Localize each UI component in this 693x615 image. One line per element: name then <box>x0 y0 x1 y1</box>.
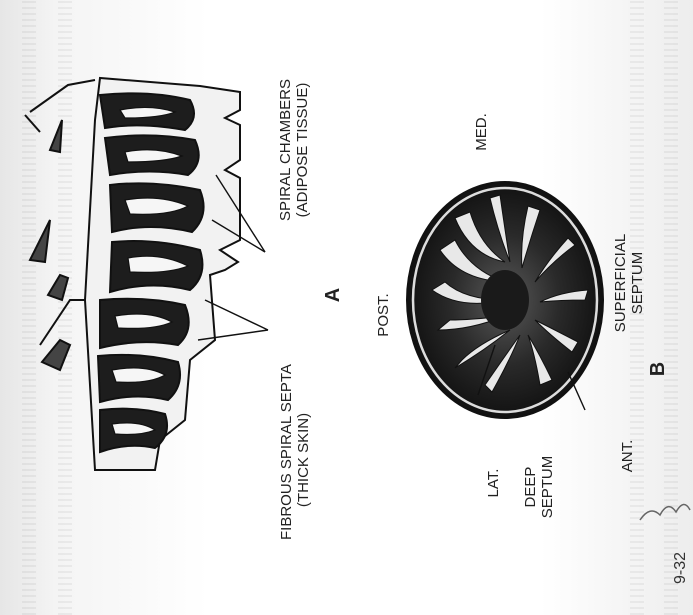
label-lateral: LAT. <box>485 458 505 508</box>
label-superficial-septum: SUPERFICIAL SEPTUM <box>612 228 648 338</box>
panel-a-letter: A <box>325 280 349 310</box>
panel-b-cross-section <box>407 182 603 418</box>
label-posterior: POST. <box>375 290 395 340</box>
figure-number: 9-32 <box>672 538 692 598</box>
handwritten-mark <box>640 504 690 520</box>
panel-a-tissue-block <box>25 78 268 470</box>
label-spiral-chambers: SPIRAL CHAMBERS (ADIPOSE TISSUE) <box>277 75 317 225</box>
label-anterior: ANT. <box>619 431 639 481</box>
label-fibrous-spiral-septa: FIBROUS SPIRAL SEPTA (THICK SKIN) <box>278 380 318 540</box>
label-medial: MED. <box>473 107 493 157</box>
panel-b-letter: B <box>650 354 674 384</box>
label-deep-septum: DEEP SEPTUM <box>522 447 558 527</box>
